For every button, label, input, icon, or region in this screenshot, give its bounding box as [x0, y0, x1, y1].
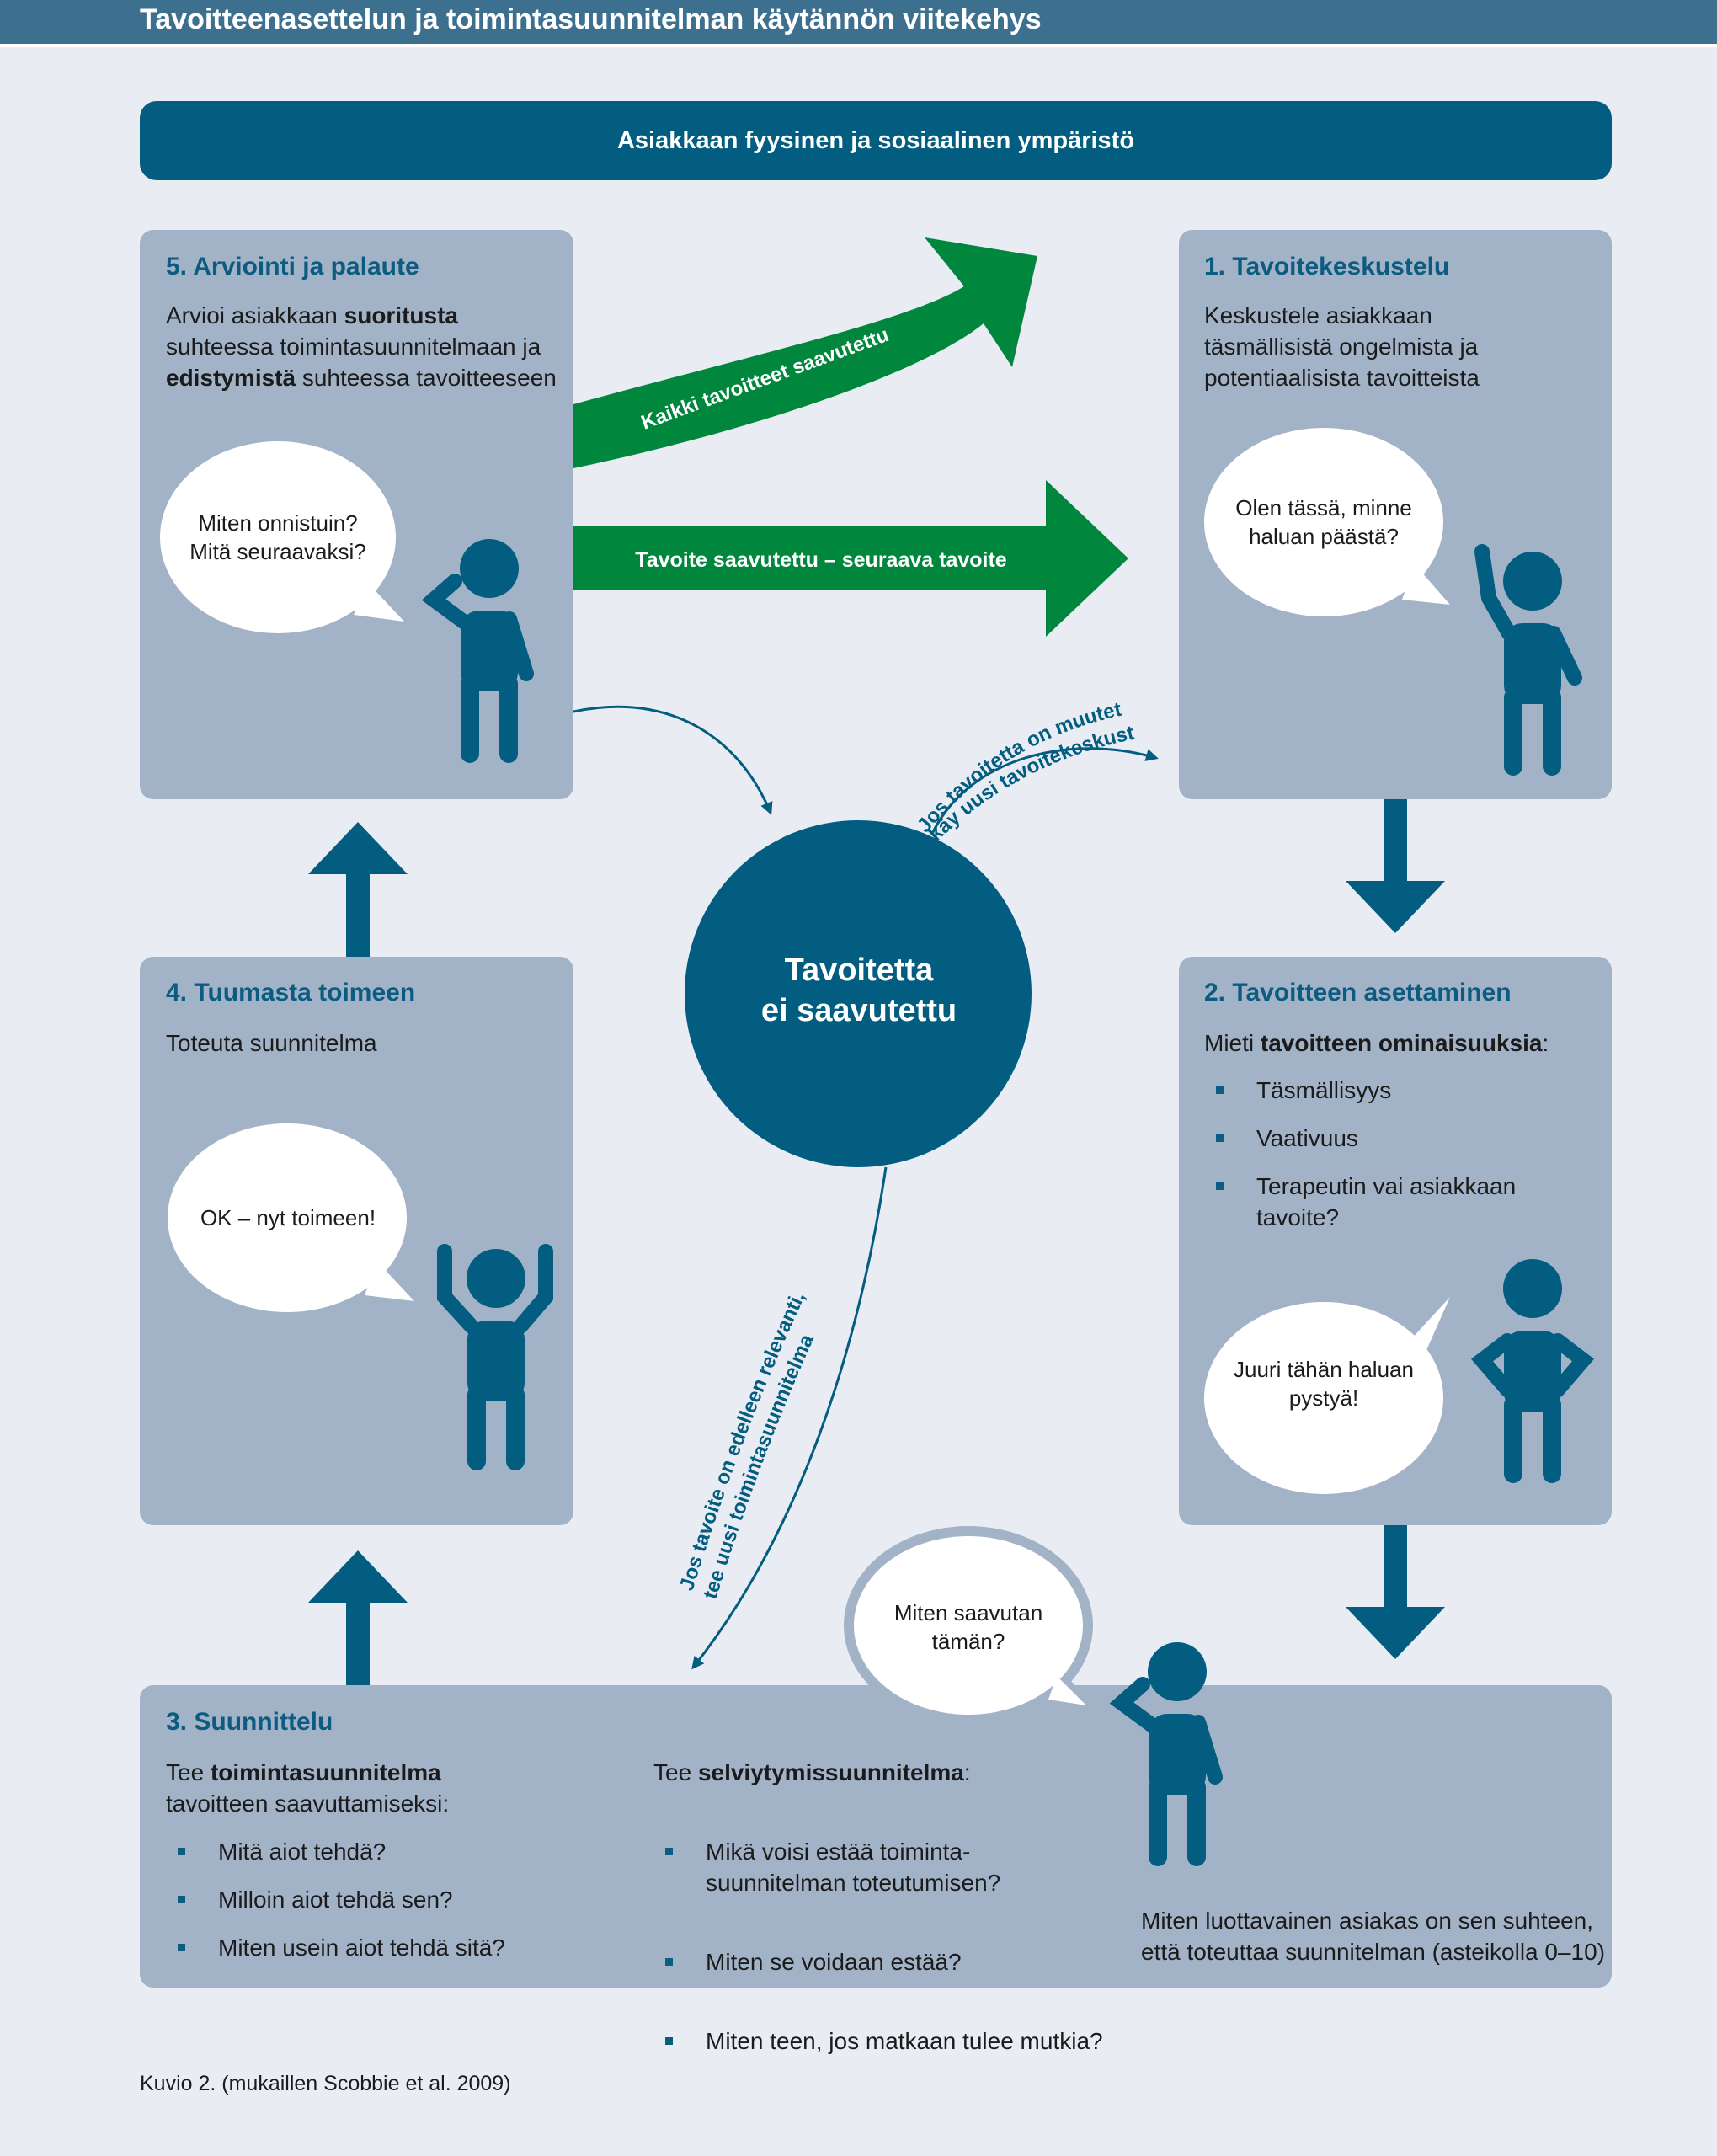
figure-thinking-evaluation-icon: [421, 539, 534, 763]
bubble-implementation: [168, 1123, 414, 1312]
center-label-line2: ei saavutettu: [760, 993, 957, 1028]
panel1-line: Keskustele asiakkaan: [1204, 302, 1432, 328]
change-goal-label-1: Jos tavoitetta on muutettava,: [0, 0, 1123, 837]
figure-hands-on-hips-goal-setting-icon: [1470, 1259, 1595, 1483]
panel4-text: Toteuta suunnitelma: [166, 1030, 377, 1056]
next-goal-label: Tavoite saavutettu – seuraava tavoite: [635, 548, 1006, 572]
bubble-goal-setting-text: Juuri tähän haluan pystyä!: [1204, 1355, 1443, 1412]
list-item: Vaativuus: [1204, 1123, 1600, 1154]
panel5-l3-bold: edistymistä: [166, 365, 296, 391]
figure-thinking-planning-icon: [1109, 1642, 1223, 1866]
panel3-right-line1: Miten luottavainen asiakas on sen suhtee…: [1141, 1908, 1594, 1934]
panel5-l3-post: suhteessa tavoitteeseen: [296, 365, 557, 391]
bubble-discussion: [1204, 428, 1450, 616]
panel1-text: Keskustele asiakkaan täsmällisistä ongel…: [1204, 300, 1600, 393]
panel2-intro-post: :: [1542, 1030, 1549, 1056]
panel5-l1-pre: Arvioi asiakkaan: [166, 302, 344, 328]
list-item: Terapeutin vai asiakkaan tavoite?: [1204, 1171, 1600, 1233]
all-goals-arrow: [573, 237, 1037, 468]
curve-center-to-discussion: [930, 747, 1159, 835]
change-goal-label-2: käy uusi tavoitekeskustelu: [0, 0, 1136, 846]
center-label-line1: Tavoitetta: [784, 953, 934, 988]
arrow-down-1-2: [1346, 799, 1445, 933]
panel2-intro-bold: tavoitteen ominaisuuksia: [1260, 1030, 1543, 1056]
panel1-title: 1. Tavoitekeskustelu: [1204, 253, 1450, 280]
list-item: Mitä aiot tehdä?: [166, 1836, 621, 1867]
list-item: Miten se voidaan estää?: [653, 1946, 1125, 1977]
panel-planning: [140, 1685, 1612, 1988]
panel2-intro-pre: Mieti: [1204, 1030, 1261, 1056]
panel3-title: 3. Suunnittelu: [166, 1708, 333, 1736]
arrow-down-2-3: [1346, 1525, 1445, 1659]
bubble-evaluation-text: Miten onnistuin? Mitä seuraavaksi?: [160, 509, 396, 566]
panel3-left-bold: toimintasuunnitelma: [210, 1759, 441, 1785]
panel3-right-text: Miten luottavainen asiakas on sen suhtee…: [1141, 1905, 1605, 1967]
bubble-evaluation: [160, 441, 404, 633]
bubble-planning: [844, 1526, 1099, 1725]
panel2-title: 2. Tavoitteen asettaminen: [1204, 979, 1512, 1006]
center-label: Tavoitetta ei saavutettu: [682, 950, 1036, 1031]
relevant-label-1: Jos tavoite on edelleen relevanti,: [675, 1289, 810, 1593]
list-item: Miten usein aiot tehdä sitä?: [166, 1932, 621, 1963]
environment-banner: Asiakkaan fyysinen ja sosiaalinen ympäri…: [140, 101, 1612, 180]
panel2-intro: Mieti tavoitteen ominaisuuksia:: [1204, 1027, 1549, 1059]
figure-waving-discussion-icon: [1474, 544, 1582, 776]
panel4-title: 4. Tuumasta toimeen: [166, 979, 416, 1006]
arrow-up-4-5: [308, 822, 408, 957]
panel3-left-bullets: Mitä aiot tehdä? Milloin aiot tehdä sen?…: [166, 1836, 621, 1980]
list-item: Täsmällisyys: [1204, 1075, 1600, 1106]
panel3-mid-intro: Tee selviytymissuunnitelma:: [653, 1757, 971, 1788]
bubble-planning-text: Miten saavutan tämän?: [851, 1598, 1086, 1656]
panel3-right-line2: että toteuttaa suunnitelman (asteikolla …: [1141, 1939, 1606, 1965]
panel3-mid-bullets: Mikä voisi estää toiminta- suunnitelman …: [653, 1805, 1125, 2105]
bubble-line: haluan päästä?: [1249, 524, 1399, 549]
panel1-line: täsmällisistä ongelmista ja: [1204, 334, 1479, 360]
panel5-text: Arvioi asiakkaan suoritusta suhteessa to…: [166, 300, 562, 393]
panel3-left-intro: Tee toimintasuunnitelma tavoitteen saavu…: [166, 1757, 449, 1819]
panel1-line: potentiaalisista tavoitteista: [1204, 365, 1480, 391]
curve-eval-to-center: [573, 705, 773, 815]
panel3-mid-pre: Tee: [653, 1759, 698, 1785]
bubble-line: Mitä seuraavaksi?: [189, 539, 366, 564]
bubble-goal-setting: [1204, 1297, 1450, 1494]
bubble-line: Miten saavutan: [893, 1600, 1043, 1625]
header-divider: [0, 44, 1717, 47]
bubble-line: tämän?: [931, 1629, 1005, 1654]
list-item: Milloin aiot tehdä sen?: [166, 1884, 621, 1915]
bubble-line: Olen tässä, minne: [1235, 495, 1412, 520]
figure-cheering-implementation-icon: [437, 1244, 553, 1470]
panel3-mid-bold: selviytymissuunnitelma: [697, 1759, 964, 1785]
bubble-implementation-text: OK – nyt toimeen!: [200, 1205, 376, 1230]
list-item: Miten teen, jos matkaan tulee mutkia?: [653, 2025, 1125, 2057]
header-bar: [0, 0, 1717, 44]
panel3-left-pre: Tee: [166, 1759, 211, 1785]
arrow-up-3-4: [308, 1550, 408, 1685]
panel5-l2: suhteessa toimintasuunnitelmaan ja: [166, 334, 541, 360]
bubble-discussion-text: Olen tässä, minne haluan päästä?: [1204, 494, 1443, 551]
next-goal-arrow: [573, 480, 1128, 637]
bubble-line: Miten onnistuin?: [198, 510, 358, 536]
figure-caption: Kuvio 2. (mukaillen Scobbie et al. 2009): [140, 2072, 511, 2095]
goal-not-reached-circle: [685, 820, 1032, 1167]
panel3-left-line2: tavoitteen saavuttamiseksi:: [166, 1790, 450, 1817]
panel2-bullets: Täsmällisyys Vaativuus Terapeutin vai as…: [1204, 1075, 1600, 1250]
bubble-line: pystyä!: [1288, 1385, 1359, 1411]
panel5-l1-bold: suoritusta: [344, 302, 459, 328]
panel3-mid-post: :: [963, 1759, 971, 1785]
panel5-title: 5. Arviointi ja palaute: [166, 253, 419, 280]
curve-center-to-planning: [691, 1166, 888, 1670]
list-item: Mikä voisi estää toiminta- suunnitelman …: [653, 1836, 1125, 1898]
bubble-line: Juuri tähän haluan: [1234, 1357, 1414, 1382]
page-title: Tavoitteenasettelun ja toimintasuunnitel…: [140, 3, 1042, 35]
